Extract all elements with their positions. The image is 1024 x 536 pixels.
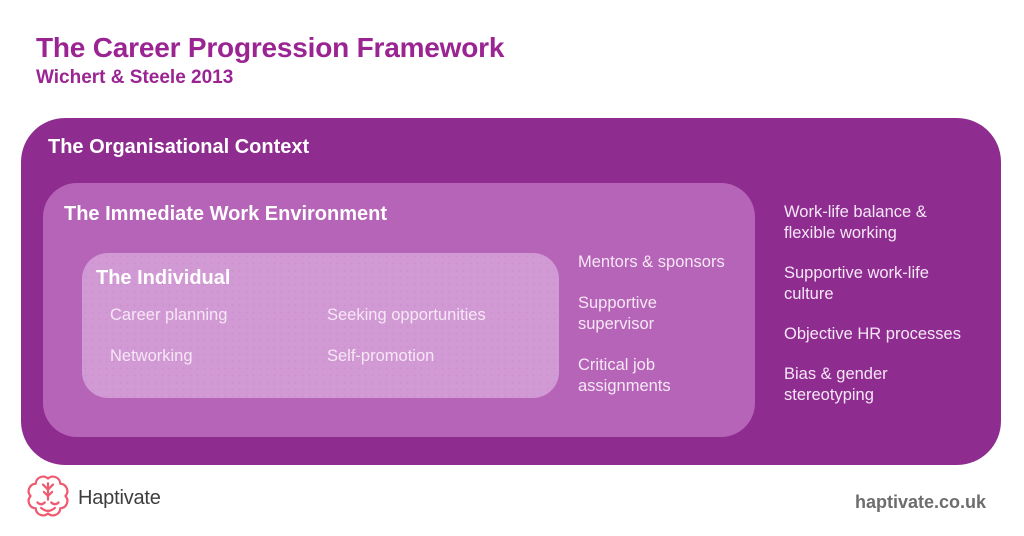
list-item: Objective HR processes — [784, 325, 961, 343]
organisational-context-items: Work-life balance & flexible working Sup… — [784, 202, 980, 406]
brand-name: Haptivate — [78, 487, 161, 509]
immediate-work-environment-box: The Immediate Work Environment Mentors &… — [43, 183, 755, 437]
list-item: Mentors & sponsors — [578, 253, 725, 271]
individual-box: The Individual Career planning Seeking o… — [82, 253, 559, 398]
brand-logo: Haptivate — [26, 472, 161, 525]
individual-items: Career planning Seeking opportunities Ne… — [110, 305, 486, 367]
list-item: Supportive work-life culture — [784, 264, 929, 303]
list-item: Career planning — [110, 306, 228, 324]
header: The Career Progression Framework Wichert… — [36, 32, 504, 90]
individual-label: The Individual — [96, 267, 231, 289]
immediate-work-environment-label: The Immediate Work Environment — [64, 203, 388, 225]
organisational-context-label: The Organisational Context — [48, 136, 310, 158]
list-item: Bias & gender stereotyping — [784, 365, 888, 404]
page-title: The Career Progression Framework — [36, 32, 505, 63]
organisational-context-box: The Organisational Context Work-life bal… — [21, 118, 1001, 465]
list-item: Networking — [110, 347, 193, 365]
immediate-work-environment-items: Mentors & sponsors Supportive supervisor… — [578, 252, 730, 397]
page-subtitle: Wichert & Steele 2013 — [36, 67, 234, 88]
list-item: Seeking opportunities — [327, 306, 486, 324]
list-item: Work-life balance & flexible working — [784, 203, 927, 242]
list-item: Critical job assignments — [578, 356, 671, 395]
list-item: Supportive supervisor — [578, 294, 657, 333]
list-item: Self-promotion — [327, 347, 435, 365]
website-url: haptivate.co.uk — [854, 492, 986, 512]
brain-icon — [26, 472, 70, 525]
